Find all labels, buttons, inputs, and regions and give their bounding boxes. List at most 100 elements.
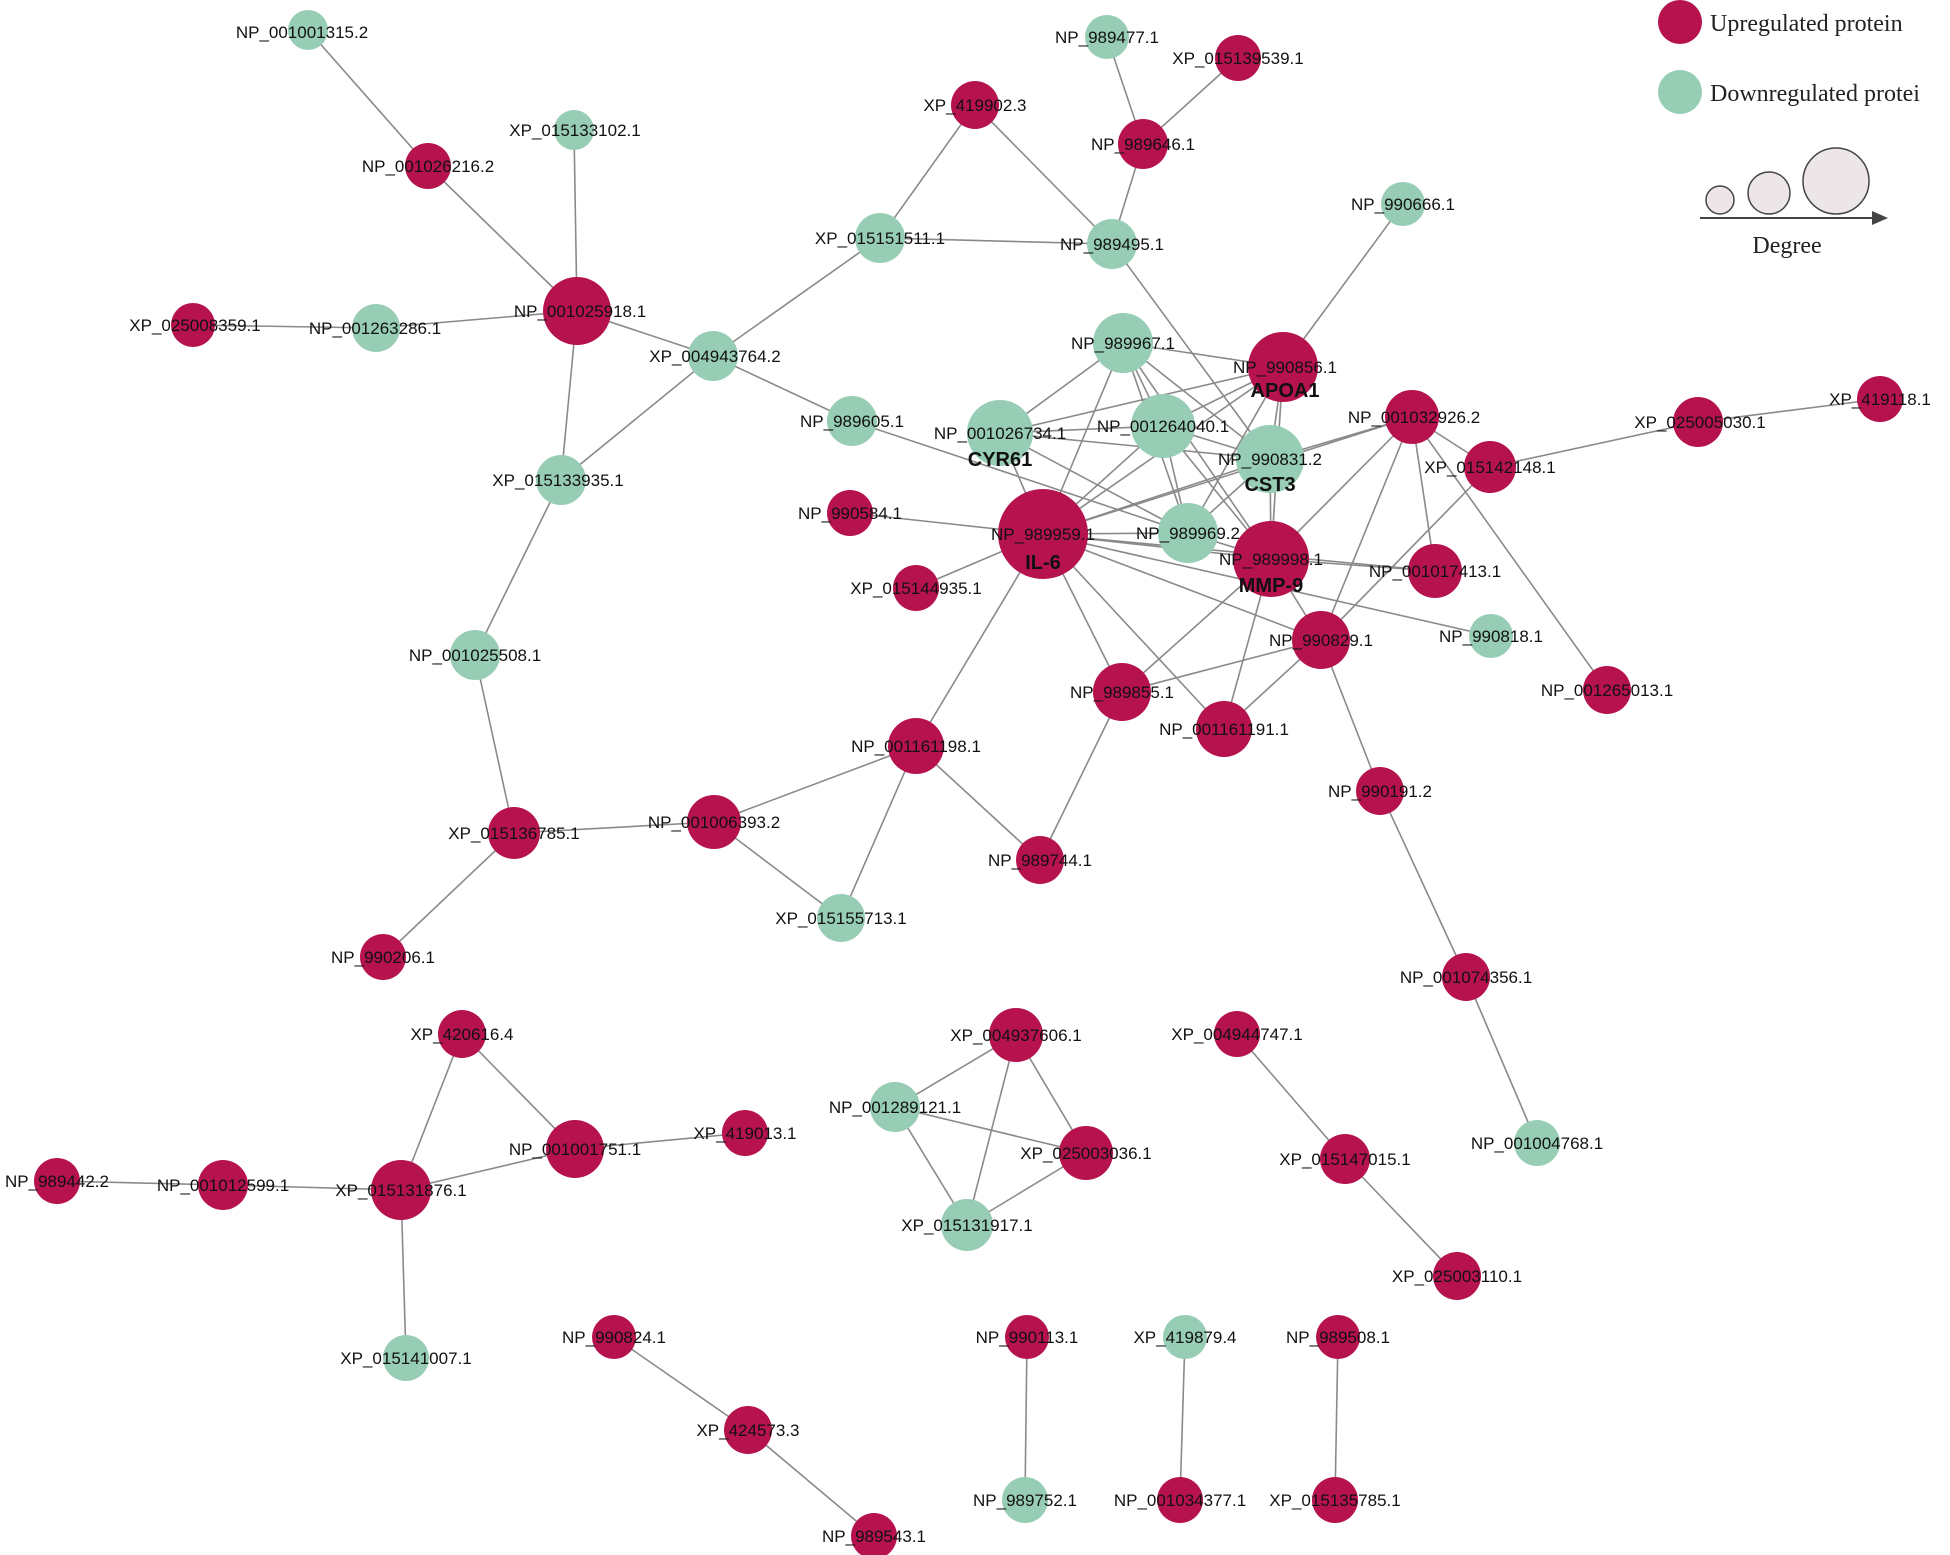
node-NP_989744.1[interactable]: NP_989744.1	[988, 836, 1092, 884]
node-XP_015151511.1[interactable]: XP_015151511.1	[815, 213, 945, 263]
node-NP_001161198.1[interactable]: NP_001161198.1	[851, 718, 981, 774]
node-XP_419902.3[interactable]: XP_419902.3	[923, 81, 1027, 129]
node-circle[interactable]	[1005, 1315, 1049, 1359]
node-circle[interactable]	[1214, 1011, 1260, 1057]
node-circle[interactable]	[360, 934, 406, 980]
node-NP_001025918.1[interactable]: NP_001025918.1	[514, 277, 646, 345]
node-circle[interactable]	[1381, 182, 1425, 226]
node-XP_424573.3[interactable]: XP_424573.3	[696, 1406, 800, 1454]
node-circle[interactable]	[1016, 836, 1064, 884]
node-NP_990666.1[interactable]: NP_990666.1	[1351, 182, 1455, 226]
node-circle[interactable]	[893, 565, 939, 611]
node-circle[interactable]	[724, 1406, 772, 1454]
node-XP_015136785.1[interactable]: XP_015136785.1	[448, 807, 580, 859]
node-circle[interactable]	[1002, 1477, 1048, 1523]
node-circle[interactable]	[554, 110, 594, 150]
node-NP_001034377.1[interactable]: NP_001034377.1	[1114, 1477, 1246, 1523]
node-XP_015131876.1[interactable]: XP_015131876.1	[335, 1160, 467, 1220]
node-circle[interactable]	[1408, 544, 1462, 598]
node-NP_001265013.1[interactable]: NP_001265013.1	[1541, 666, 1673, 714]
node-circle[interactable]	[198, 1160, 248, 1210]
node-XP_420616.4[interactable]: XP_420616.4	[410, 1010, 514, 1058]
node-XP_004937606.1[interactable]: XP_004937606.1	[950, 1008, 1082, 1062]
node-circle[interactable]	[1093, 313, 1153, 373]
node-XP_004943764.2[interactable]: XP_004943764.2	[649, 331, 781, 381]
node-NP_001264040.1[interactable]: NP_001264040.1	[1097, 394, 1229, 458]
node-circle[interactable]	[1469, 614, 1513, 658]
node-circle[interactable]	[870, 1082, 920, 1132]
node-XP_015135785.1[interactable]: XP_015135785.1	[1269, 1477, 1401, 1523]
node-circle[interactable]	[855, 213, 905, 263]
node-XP_025005030.1[interactable]: XP_025005030.1	[1634, 397, 1766, 447]
node-circle[interactable]	[592, 1315, 636, 1359]
node-circle[interactable]	[827, 396, 877, 446]
node-circle[interactable]	[1118, 119, 1168, 169]
node-NP_001004768.1[interactable]: NP_001004768.1	[1471, 1120, 1603, 1166]
node-NP_989752.1[interactable]: NP_989752.1	[973, 1477, 1077, 1523]
node-NP_001001751.1[interactable]: NP_001001751.1	[509, 1120, 641, 1178]
node-NP_989508.1[interactable]: NP_989508.1	[1286, 1315, 1390, 1359]
node-circle[interactable]	[989, 1008, 1043, 1062]
node-circle[interactable]	[817, 894, 865, 942]
node-circle[interactable]	[827, 490, 873, 536]
node-NP_001289121.1[interactable]: NP_001289121.1	[829, 1082, 961, 1132]
node-circle[interactable]	[546, 1120, 604, 1178]
node-circle[interactable]	[1131, 394, 1195, 458]
node-circle[interactable]	[34, 1158, 80, 1204]
node-circle[interactable]	[1196, 701, 1252, 757]
node-circle[interactable]	[967, 400, 1033, 466]
node-circle[interactable]	[288, 10, 328, 50]
node-circle[interactable]	[1059, 1126, 1113, 1180]
node-circle[interactable]	[888, 718, 944, 774]
node-XP_015131917.1[interactable]: XP_015131917.1	[901, 1199, 1033, 1251]
node-circle[interactable]	[1236, 425, 1304, 493]
node-circle[interactable]	[1215, 35, 1261, 81]
node-NP_001025508.1[interactable]: NP_001025508.1	[409, 630, 541, 680]
node-circle[interactable]	[1464, 441, 1516, 493]
node-XP_015139539.1[interactable]: XP_015139539.1	[1172, 35, 1304, 81]
node-circle[interactable]	[851, 1513, 897, 1555]
node-circle[interactable]	[536, 455, 586, 505]
node-XP_015147015.1[interactable]: XP_015147015.1	[1279, 1134, 1411, 1184]
node-NP_990206.1[interactable]: NP_990206.1	[331, 934, 435, 980]
node-circle[interactable]	[1583, 666, 1631, 714]
node-circle[interactable]	[688, 331, 738, 381]
node-circle[interactable]	[1157, 1477, 1203, 1523]
node-circle[interactable]	[488, 807, 540, 859]
node-circle[interactable]	[1442, 953, 1490, 1001]
node-NP_001263286.1[interactable]: NP_001263286.1	[309, 304, 441, 352]
node-XP_419879.4[interactable]: XP_419879.4	[1133, 1315, 1237, 1359]
node-XP_004944747.1[interactable]: XP_004944747.1	[1171, 1011, 1303, 1057]
node-NP_989495.1[interactable]: NP_989495.1	[1060, 219, 1164, 269]
node-circle[interactable]	[1385, 390, 1439, 444]
node-XP_025003036.1[interactable]: XP_025003036.1	[1020, 1126, 1152, 1180]
node-XP_015144935.1[interactable]: XP_015144935.1	[850, 565, 982, 611]
node-circle[interactable]	[1085, 15, 1129, 59]
node-circle[interactable]	[1233, 521, 1309, 597]
node-NP_001012599.1[interactable]: NP_001012599.1	[157, 1160, 289, 1210]
node-circle[interactable]	[450, 630, 500, 680]
node-XP_025008359.1[interactable]: XP_025008359.1	[129, 303, 261, 347]
node-circle[interactable]	[687, 795, 741, 849]
node-NP_989855.1[interactable]: NP_989855.1	[1070, 663, 1174, 721]
node-circle[interactable]	[1093, 663, 1151, 721]
node-circle[interactable]	[543, 277, 611, 345]
node-NP_989543.1[interactable]: NP_989543.1	[822, 1513, 926, 1555]
node-XP_015141007.1[interactable]: XP_015141007.1	[340, 1335, 472, 1381]
node-circle[interactable]	[1158, 503, 1218, 563]
node-NP_990191.2[interactable]: NP_990191.2	[1328, 767, 1432, 815]
node-XP_025003110.1[interactable]: XP_025003110.1	[1392, 1252, 1522, 1300]
node-NP_989967.1[interactable]: NP_989967.1	[1071, 313, 1175, 373]
node-XP_419118.1[interactable]: XP_419118.1	[1829, 376, 1931, 422]
node-circle[interactable]	[352, 304, 400, 352]
node-circle[interactable]	[1248, 332, 1318, 402]
node-NP_989605.1[interactable]: NP_989605.1	[800, 396, 904, 446]
node-XP_015133102.1[interactable]: XP_015133102.1	[509, 110, 641, 150]
node-circle[interactable]	[1857, 376, 1903, 422]
node-NP_989477.1[interactable]: NP_989477.1	[1055, 15, 1159, 59]
node-circle[interactable]	[1316, 1315, 1360, 1359]
node-circle[interactable]	[998, 489, 1088, 579]
